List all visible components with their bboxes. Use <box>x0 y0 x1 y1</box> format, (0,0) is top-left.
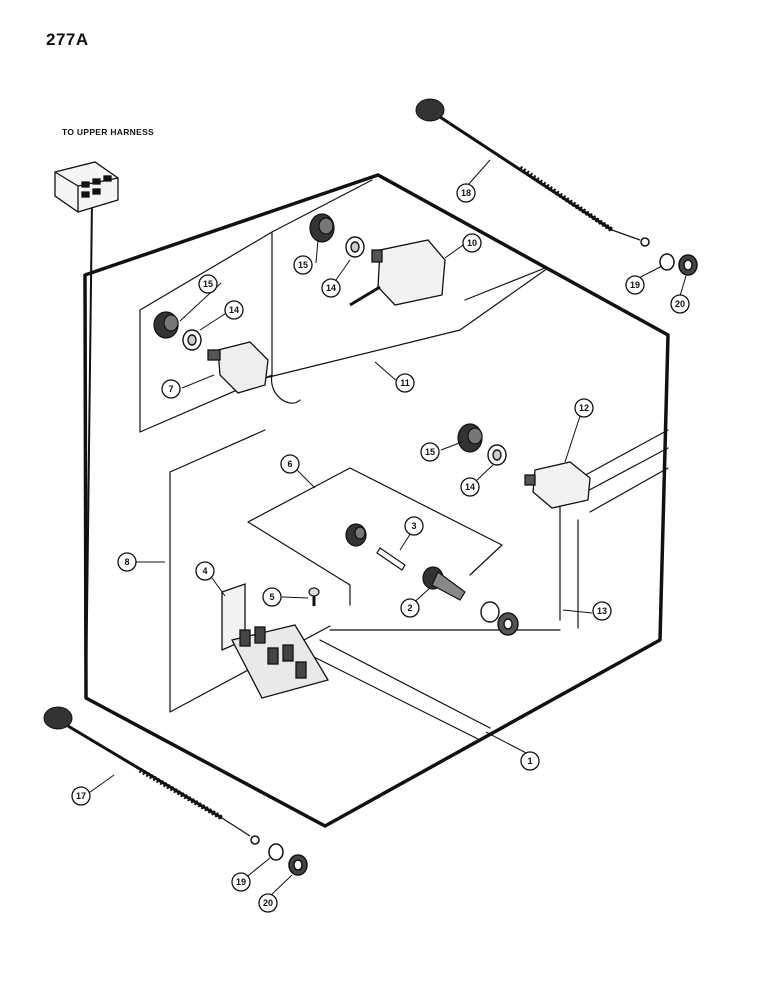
svg-text:12: 12 <box>579 403 589 413</box>
svg-text:19: 19 <box>630 280 640 290</box>
nut-14-left <box>182 329 202 351</box>
callout-14-center: 14 <box>460 477 480 497</box>
svg-text:15: 15 <box>298 260 308 270</box>
callout-19-lower: 19 <box>231 872 251 892</box>
switch-10 <box>349 239 446 307</box>
svg-text:13: 13 <box>597 606 607 616</box>
fuse-holder-cap <box>345 523 367 547</box>
switch-12 <box>524 461 591 509</box>
callout-12: 12 <box>574 398 594 418</box>
nut-14-top <box>345 236 365 258</box>
svg-text:14: 14 <box>229 305 239 315</box>
callout-3: 3 <box>404 516 424 536</box>
callout-17: 17 <box>71 786 91 806</box>
svg-text:15: 15 <box>425 447 435 457</box>
svg-text:15: 15 <box>203 279 213 289</box>
page-number: 277A <box>46 30 89 49</box>
callout-13: 13 <box>592 601 612 621</box>
svg-text:14: 14 <box>465 482 475 492</box>
upper-harness-label: TO UPPER HARNESS <box>62 127 155 137</box>
upper-harness-connector <box>54 161 119 213</box>
upper-panel-harness-top <box>264 179 549 379</box>
callout-20-lower: 20 <box>258 893 278 913</box>
callout-19-upper: 19 <box>625 275 645 295</box>
svg-text:17: 17 <box>76 791 86 801</box>
nut-14-center <box>487 444 507 466</box>
harness-branch-13 <box>559 504 579 629</box>
choke-cable-18 <box>415 98 650 247</box>
svg-text:3: 3 <box>411 521 416 531</box>
callout-5: 5 <box>262 587 282 607</box>
callout-4: 4 <box>195 561 215 581</box>
leader-lines <box>85 159 687 897</box>
screw-5 <box>308 587 320 606</box>
callout-10: 10 <box>462 233 482 253</box>
washers-19-20-lower <box>268 843 308 876</box>
fuse-holder-nuts <box>480 601 519 636</box>
callout-8: 8 <box>117 552 137 572</box>
knob-15-center <box>457 423 483 453</box>
fuse-holder-2 <box>422 566 466 601</box>
callout-11: 11 <box>395 373 415 393</box>
callout-15-upper-left: 15 <box>198 274 218 294</box>
choke-cable-17 <box>43 706 260 845</box>
callout-1: 1 <box>520 751 540 771</box>
callout-7: 7 <box>161 379 181 399</box>
callout-18: 18 <box>456 183 476 203</box>
washers-19-20-upper <box>659 253 698 276</box>
svg-text:19: 19 <box>236 877 246 887</box>
callout-20-upper: 20 <box>670 294 690 314</box>
svg-text:18: 18 <box>461 188 471 198</box>
svg-text:20: 20 <box>675 299 685 309</box>
callout-2: 2 <box>400 598 420 618</box>
svg-text:10: 10 <box>467 238 477 248</box>
svg-text:20: 20 <box>263 898 273 908</box>
knob-15-left <box>153 311 179 339</box>
callout-6: 6 <box>280 454 300 474</box>
callout-15-center: 15 <box>420 442 440 462</box>
callout-14-top: 14 <box>321 278 341 298</box>
svg-text:2: 2 <box>407 603 412 613</box>
switch-10-harness <box>271 267 546 404</box>
terminal-block <box>231 624 329 699</box>
terminal-harness-runs <box>309 629 561 741</box>
svg-text:8: 8 <box>124 557 129 567</box>
upper-harness-lead <box>85 199 93 699</box>
svg-text:7: 7 <box>168 384 173 394</box>
knob-15-top <box>309 213 335 243</box>
harness-branch-6 <box>247 467 503 606</box>
svg-text:14: 14 <box>326 283 336 293</box>
callout-15-top: 15 <box>293 255 313 275</box>
svg-text:6: 6 <box>287 459 292 469</box>
svg-text:5: 5 <box>269 592 274 602</box>
svg-text:4: 4 <box>202 566 207 576</box>
callout-14-upper-left: 14 <box>224 300 244 320</box>
switch-7 <box>207 341 269 394</box>
svg-text:11: 11 <box>400 378 410 388</box>
fuse-3 <box>376 547 406 571</box>
harness-branch-12 <box>579 429 669 513</box>
svg-text:1: 1 <box>527 756 532 766</box>
